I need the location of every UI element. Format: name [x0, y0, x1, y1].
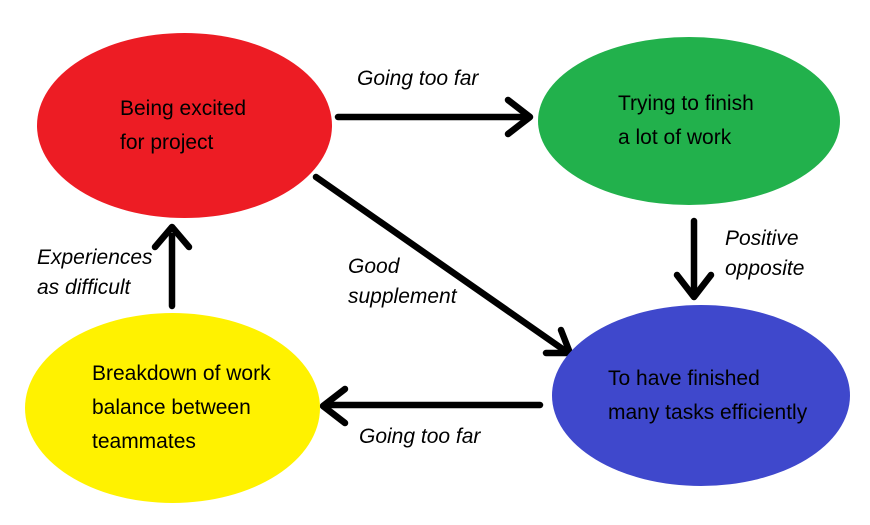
node-breakdown-of-work-label: Breakdown of work balance between teamma…	[92, 362, 271, 453]
edge-label-going-too-far-top: Going too far	[357, 67, 479, 90]
node-trying-to-finish: Trying to finish a lot of work	[538, 37, 840, 205]
node-trying-to-finish-label: Trying to finish a lot of work	[618, 92, 754, 149]
edge-label-going-too-far-bottom: Going too far	[359, 425, 481, 448]
node-being-excited: Being excited for project	[37, 33, 332, 218]
arrow-excited-to-finish-work	[334, 96, 534, 138]
edge-label-good-supplement: Good supplement	[348, 255, 457, 308]
node-being-excited-label: Being excited for project	[120, 96, 247, 154]
node-finished-many-tasks-label: To have finished many tasks efficiently	[608, 366, 808, 424]
node-breakdown-of-work: Breakdown of work balance between teamma…	[25, 313, 320, 503]
arrow-finished-tasks-to-breakdown	[319, 385, 544, 427]
arrow-breakdown-to-excited	[151, 223, 193, 310]
edge-label-positive-opposite: Positive opposite	[725, 227, 805, 280]
arrow-finish-work-to-finished-tasks	[673, 217, 715, 301]
edge-label-experiences-as-difficult: Experiences as difficult	[37, 246, 153, 299]
node-finished-many-tasks: To have finished many tasks efficiently	[552, 305, 850, 486]
